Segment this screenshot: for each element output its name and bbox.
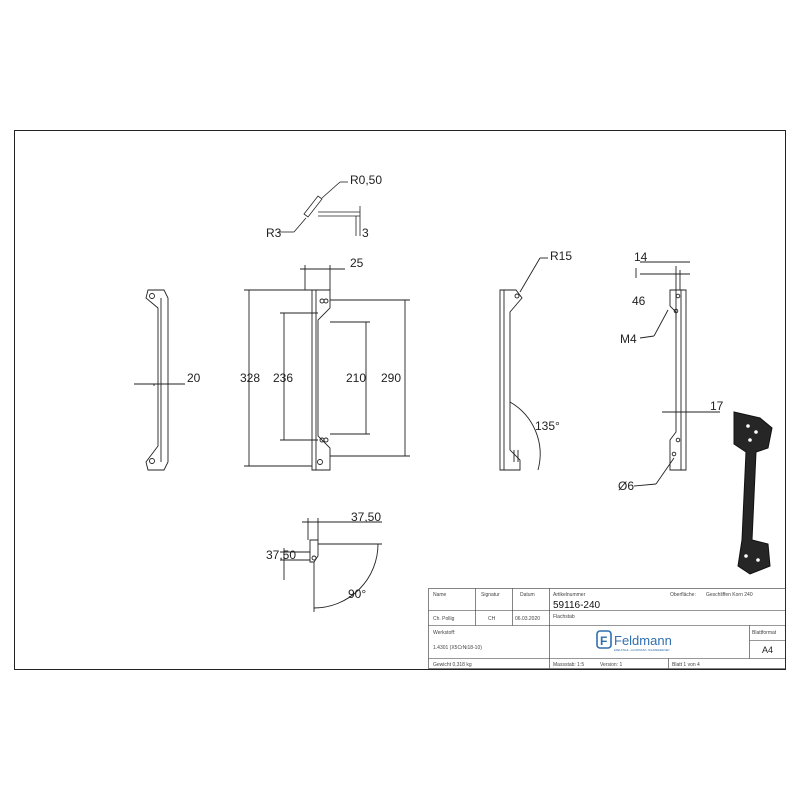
tb-surface-label: Oberfläche: <box>670 592 696 598</box>
dim-210: 210 <box>346 371 366 385</box>
dim-3750-horizontal: 37,50 <box>351 510 381 524</box>
dim-90: 90° <box>348 587 366 601</box>
dim-3750-vertical: 37,50 <box>266 548 296 562</box>
tb-format-label: Blattformat <box>752 630 777 636</box>
logo-tagline: EDELSTAHL • ALUMINIUM • SCHMIEDEEISEN <box>614 648 670 652</box>
dim-25: 25 <box>350 256 364 270</box>
dim-17: 17 <box>710 399 724 413</box>
dim-r3: R3 <box>266 226 282 240</box>
drawing-frame <box>14 130 786 670</box>
dim-r15: R15 <box>550 249 572 263</box>
tb-header-date: Datum <box>520 592 535 598</box>
tb-flat-bar: Flachstab <box>553 614 575 620</box>
tb-version: Version: 1 <box>600 662 622 668</box>
dim-20: 20 <box>187 371 201 385</box>
tb-drawn-by: Ch. Pollig <box>433 616 455 622</box>
right-view <box>633 261 720 487</box>
side-view-bent <box>499 257 548 471</box>
tb-format-value: A4 <box>762 645 773 655</box>
dim-236: 236 <box>273 371 293 385</box>
dim-46: 46 <box>632 294 646 308</box>
dim-290: 290 <box>381 371 401 385</box>
logo-name: Feldmann <box>614 633 672 648</box>
dim-thickness-3: 3 <box>362 226 369 240</box>
title-block <box>428 588 786 669</box>
tb-surface-value: Geschliffen Korn 240 <box>706 592 753 598</box>
detail-bend-view <box>280 518 382 612</box>
dim-135: 135° <box>535 419 560 433</box>
tb-header-signature: Signatur <box>481 592 500 598</box>
tb-scale: Massstab: 1:5 <box>553 662 584 668</box>
tb-article-label: Artikelnummer <box>553 592 586 598</box>
front-view <box>244 265 410 471</box>
dim-m4: M4 <box>620 332 637 346</box>
detail-radius-view <box>278 181 361 236</box>
tb-sheet: Blatt 1 von 4 <box>672 662 700 668</box>
tb-material-value: 1.4301 (X5CrNi18-10) <box>433 645 482 651</box>
dim-r050: R0,50 <box>350 173 382 187</box>
side-view-left <box>134 289 185 471</box>
dim-phi6: Ø6 <box>618 479 634 493</box>
part-3d-render <box>733 411 773 575</box>
tb-signature: CH <box>488 616 496 622</box>
tb-date: 06.03.2020 <box>515 616 540 622</box>
tb-article-number: 59116-240 <box>553 600 601 611</box>
tb-weight: Gewicht 0,318 kg <box>433 662 472 668</box>
dim-14: 14 <box>634 250 648 264</box>
dim-328: 328 <box>240 371 260 385</box>
feldmann-logo: F Feldmann EDELSTAHL • ALUMINIUM • SCHMI… <box>596 630 672 652</box>
tb-header-name: Name <box>433 592 447 598</box>
tb-material-label: Werkstoff: <box>433 630 455 636</box>
logo-letter: F <box>600 634 607 648</box>
